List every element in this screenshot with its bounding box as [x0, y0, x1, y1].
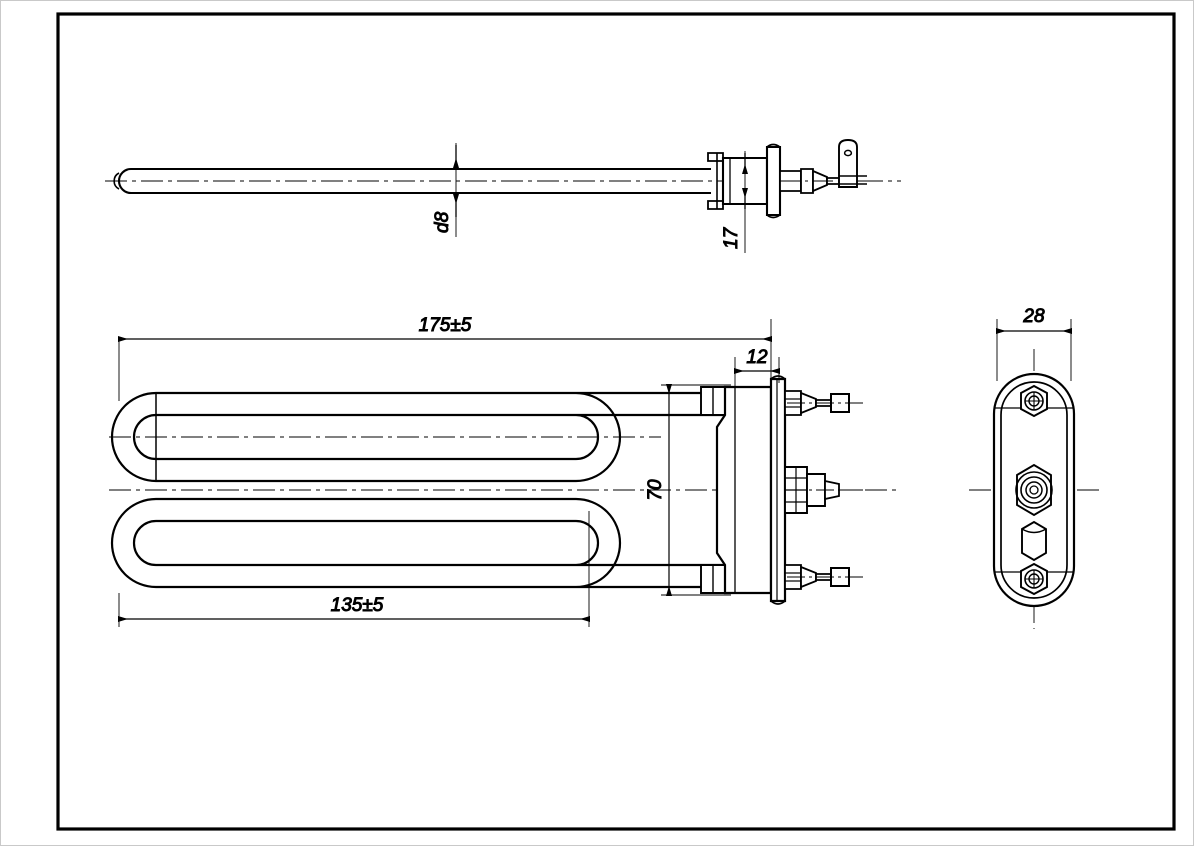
heating-tube-top	[117, 167, 711, 195]
dimension-175-text: 175±5	[419, 315, 472, 336]
dimension-135-text: 135±5	[331, 595, 384, 616]
dimension-d8: d8	[432, 143, 459, 237]
oval-flange-face-inner	[1000, 381, 1068, 599]
dimension-17: 17	[721, 151, 748, 253]
heating-tube-lower-inner	[132, 519, 725, 567]
dimension-12-text: 12	[746, 347, 768, 368]
front-view: 175±5 12 70 135±5	[109, 315, 901, 627]
dimension-175: 175±5	[118, 315, 772, 401]
end-ground-bore	[1029, 485, 1039, 495]
dimension-28: 28	[996, 306, 1072, 381]
mounting-flange-front	[769, 377, 787, 603]
end-terminal-bottom	[1020, 562, 1048, 596]
end-ground-stud	[1015, 463, 1053, 517]
flange-tab-lower	[707, 200, 724, 210]
terminal-pin-top	[784, 390, 863, 416]
flange-disc-fillet-top	[766, 143, 781, 148]
flange-plate-fillet-bottom	[770, 600, 786, 605]
dimension-135: 135±5	[118, 511, 590, 627]
end-ground-ring-outer	[1015, 471, 1053, 509]
dimension-12: 12	[734, 347, 780, 389]
dimension-70: 70	[645, 384, 731, 596]
end-terminal-top	[1020, 384, 1048, 418]
end-small-hex-top-arc	[1021, 528, 1047, 534]
top-view: d8 17	[105, 139, 901, 253]
end-small-hex-body	[1021, 520, 1047, 562]
flange-tab-upper	[707, 152, 724, 162]
terminal-top-taper	[800, 391, 817, 415]
terminal-pin-bottom	[784, 564, 863, 590]
terminal-bottom-taper	[800, 565, 817, 589]
spade-terminal-tab	[838, 139, 858, 188]
spade-tab-hole	[843, 149, 853, 157]
dimension-70-text: 70	[645, 479, 666, 501]
flange-plate-fillet-top	[770, 375, 786, 380]
flange-disc-fillet-bottom	[766, 214, 781, 219]
mounting-flange-top	[765, 145, 782, 217]
dimension-28-text: 28	[1022, 306, 1045, 327]
flange-body	[715, 385, 773, 595]
ground-stud	[784, 466, 863, 514]
tube-end-cap	[113, 172, 120, 190]
drawing-frame	[56, 12, 1176, 831]
dimension-17-text: 17	[721, 226, 742, 249]
end-view: 28	[969, 306, 1099, 629]
heating-tube-lower-outer	[110, 497, 725, 589]
end-small-hex	[1021, 520, 1047, 562]
dimension-d8-text: d8	[432, 211, 453, 233]
